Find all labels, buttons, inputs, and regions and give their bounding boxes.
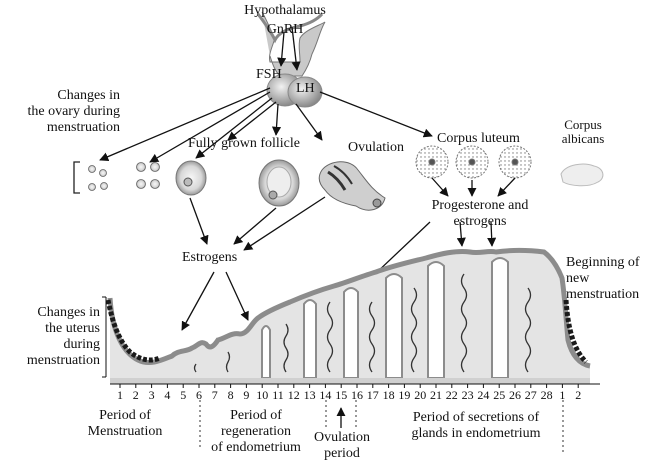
secretion-period-line2: glands in endometrium <box>411 426 541 441</box>
fully-grown-follicle-label: Fully grown follicle <box>188 136 300 151</box>
day-number: 6 <box>196 388 202 402</box>
day-number: 16 <box>351 388 363 402</box>
hypothalamus-label: Hypothalamus <box>244 3 326 18</box>
day-number: 15 <box>335 388 348 402</box>
fsh-label: FSH <box>256 67 282 82</box>
estrogens-label: Estrogens <box>182 250 238 265</box>
day-number: 22 <box>445 388 458 402</box>
day-number: 20 <box>414 388 427 402</box>
progesterone-estrogens-label: Progesterone and estrogens <box>410 198 550 230</box>
regeneration-period-line2: regeneration <box>221 424 291 439</box>
ovary-heading-line3: menstruation <box>46 120 120 135</box>
day-number: 24 <box>477 388 490 402</box>
day-number: 3 <box>148 388 155 402</box>
day-number: 2 <box>132 388 139 402</box>
secretion-period-label: Period of secretions of glands in endome… <box>388 410 564 442</box>
menstruation-period-line2: Menstruation <box>87 424 163 439</box>
corpus-luteum-illustration <box>415 145 532 179</box>
day-number: 14 <box>319 388 332 402</box>
regeneration-period-line1: Period of <box>230 408 282 423</box>
day-number: 25 <box>493 388 506 402</box>
fully-grown-follicle-illustration <box>258 159 300 207</box>
uterus-heading-line4: menstruation <box>26 353 100 368</box>
progesterone-line2: estrogens <box>453 214 507 229</box>
new-menstruation-line1: Beginning of <box>566 255 640 270</box>
new-menstruation-line3: menstruation <box>566 287 640 302</box>
pituitary-gland-illustration <box>256 11 326 108</box>
new-menstruation-label: Beginning of new menstruation <box>566 255 640 303</box>
ovary-heading-line2: the ovary during <box>27 104 120 119</box>
new-menstruation-line2: new <box>566 271 590 286</box>
period-boundaries <box>199 400 564 455</box>
regeneration-period-line3: of endometrium <box>211 440 301 455</box>
growing-follicle <box>175 160 207 196</box>
uterus-heading-line1: Changes in <box>37 305 100 320</box>
ovulation-period-label: Ovulation period <box>300 430 384 462</box>
primary-follicles <box>88 162 160 191</box>
day-number: 10 <box>256 388 269 402</box>
day-number: 1 <box>559 388 566 402</box>
day-number: 2 <box>575 388 582 402</box>
day-number: 7 <box>211 388 218 402</box>
day-number: 17 <box>366 388 379 402</box>
day-number: 21 <box>430 388 442 402</box>
corpus-albicans-line2: albicans <box>561 131 605 146</box>
day-number: 5 <box>180 388 187 402</box>
regeneration-period-label: Period of regeneration of endometrium <box>196 408 316 456</box>
corpus-albicans-label: Corpus albicans <box>548 118 618 146</box>
uterus-heading-line2: the uterus <box>45 321 100 336</box>
day-number: 4 <box>164 388 171 402</box>
day-number: 12 <box>287 388 300 402</box>
corpus-albicans-illustration <box>560 163 604 187</box>
day-number: 26 <box>509 388 521 402</box>
ovary-bracket <box>73 161 80 194</box>
day-number: 13 <box>303 388 316 402</box>
day-axis <box>102 296 600 385</box>
day-number: 23 <box>461 388 474 402</box>
ovulation-illustration <box>318 161 386 211</box>
ovulation-period-line2: period <box>324 446 360 461</box>
day-number: 1 <box>117 388 123 402</box>
day-number: 11 <box>272 388 284 402</box>
ovulation-period-line1: Ovulation <box>314 430 370 445</box>
uterus-heading-line3: during <box>63 337 100 352</box>
uterus-heading: Changes in the uterus during menstruatio… <box>0 305 100 369</box>
progesterone-line1: Progesterone and <box>431 198 529 213</box>
corpus-luteum-label: Corpus luteum <box>437 131 520 146</box>
corpus-albicans-line1: Corpus <box>564 117 602 132</box>
ovulation-label: Ovulation <box>348 140 404 155</box>
day-ticks <box>119 384 579 388</box>
ovary-heading-line1: Changes in <box>57 88 120 103</box>
ovary-heading: Changes in the ovary during menstruation <box>0 88 120 136</box>
day-number: 27 <box>524 388 537 402</box>
endometrium-illustration <box>105 248 591 384</box>
menstruation-period-label: Period of Menstruation <box>60 408 190 440</box>
gnrh-label: GnRH <box>266 22 304 37</box>
menstruation-period-line1: Period of <box>99 408 151 423</box>
day-number: 8 <box>227 388 234 402</box>
day-number: 18 <box>382 388 395 402</box>
day-number: 28 <box>540 388 553 402</box>
lh-label: LH <box>296 81 315 96</box>
hormone-arrows <box>99 26 516 331</box>
day-number: 19 <box>398 388 411 402</box>
day-number: 9 <box>243 388 250 402</box>
secretion-period-line1: Period of secretions of <box>412 410 540 425</box>
